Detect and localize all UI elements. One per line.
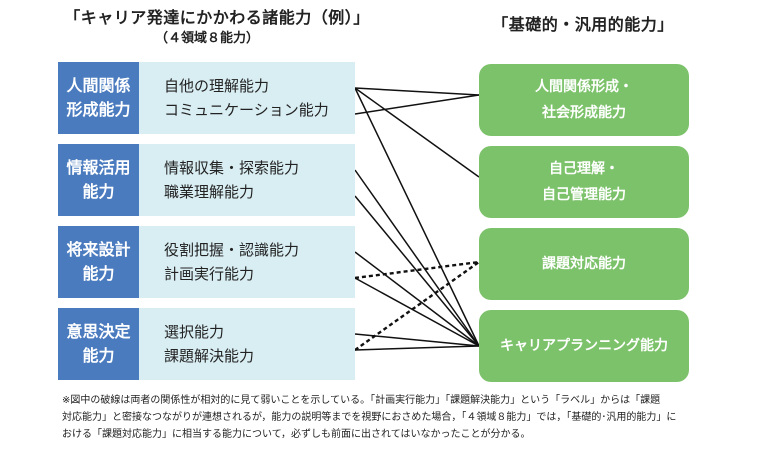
ability-item: 選択能力 [164, 323, 225, 341]
capability-line: 課題対応能力 [542, 256, 626, 272]
connection-line [354, 169, 480, 347]
category-label: 意思決定 能力 [58, 308, 139, 380]
connection-line [354, 87, 480, 347]
ability-list: 選択能力 課題解決能力 [139, 308, 355, 380]
group-future-planning: 将来設計 能力 役割把握・認識能力 計画実行能力 [58, 226, 355, 298]
connection-line [354, 277, 480, 347]
connection-line [354, 87, 480, 178]
connection-line [354, 195, 480, 347]
ability-item: 自他の理解能力 [164, 77, 270, 95]
category-line: 能力 [82, 264, 115, 283]
left-subtitle: （４領域８能力） [154, 31, 259, 46]
capability-line: 人間関係形成・ [535, 79, 633, 95]
capability-career-planning: キャリアプランニング能力 [479, 310, 689, 382]
weak-connection-line [354, 261, 480, 351]
connection-line [354, 345, 480, 351]
connection-line [354, 94, 480, 115]
footnote-line: 対応能力」と密接なつながりが連想されるが，能力の説明等までを視野におさめた場合，… [62, 412, 677, 423]
category-label: 人間関係 形成能力 [58, 62, 139, 134]
left-title: 「キャリア発達にかかわる諸能力（例）」 [64, 8, 370, 27]
ability-item: 情報収集・探索能力 [164, 159, 300, 177]
group-human-relations: 人間関係 形成能力 自他の理解能力 コミュニケーション能力 [58, 62, 355, 134]
category-line: 形成能力 [66, 100, 131, 119]
ability-item: 課題解決能力 [164, 347, 255, 365]
category-label: 情報活用 能力 [58, 144, 139, 216]
category-label: 将来設計 能力 [58, 226, 139, 298]
category-line: 能力 [82, 182, 115, 201]
group-information: 情報活用 能力 情報収集・探索能力 職業理解能力 [58, 144, 355, 216]
category-line: 能力 [82, 346, 115, 365]
capability-line: キャリアプランニング能力 [500, 338, 668, 354]
group-decision-making: 意思決定 能力 選択能力 課題解決能力 [58, 308, 355, 380]
ability-item: コミュニケーション能力 [164, 101, 329, 119]
capability-human-social: 人間関係形成・ 社会形成能力 [479, 64, 689, 136]
capability-task-handling: 課題対応能力 [479, 228, 689, 300]
connection-line [354, 87, 480, 96]
category-line: 意思決定 [66, 322, 131, 341]
right-title: 「基礎的・汎用的能力」 [492, 15, 674, 34]
capability-line: 社会形成能力 [542, 105, 626, 121]
category-line: 情報活用 [66, 158, 131, 177]
footnote-line: ※図中の破線は両者の関係性が相対的に見て弱いことを示している。「計画実行能力」「… [62, 395, 661, 406]
capability-line: 自己理解・ [549, 161, 619, 177]
footnote-line: おける「課題対応能力」に相当する能力について，必ずしも前面に出されてはいなかった… [62, 429, 531, 440]
ability-list: 役割把握・認識能力 計画実行能力 [139, 226, 355, 298]
category-line: 将来設計 [66, 240, 131, 259]
ability-item: 職業理解能力 [164, 183, 255, 201]
connection-line [354, 251, 480, 347]
category-line: 人間関係 [66, 76, 131, 95]
ability-list: 情報収集・探索能力 職業理解能力 [139, 144, 355, 216]
ability-item: 役割把握・認識能力 [164, 241, 300, 259]
ability-list: 自他の理解能力 コミュニケーション能力 [139, 62, 355, 134]
footnote: ※図中の破線は両者の関係性が相対的に見て弱いことを示している。「計画実行能力」「… [62, 392, 717, 443]
capability-line: 自己管理能力 [542, 187, 626, 203]
ability-item: 計画実行能力 [164, 265, 255, 283]
capability-self-understanding: 自己理解・ 自己管理能力 [479, 146, 689, 218]
